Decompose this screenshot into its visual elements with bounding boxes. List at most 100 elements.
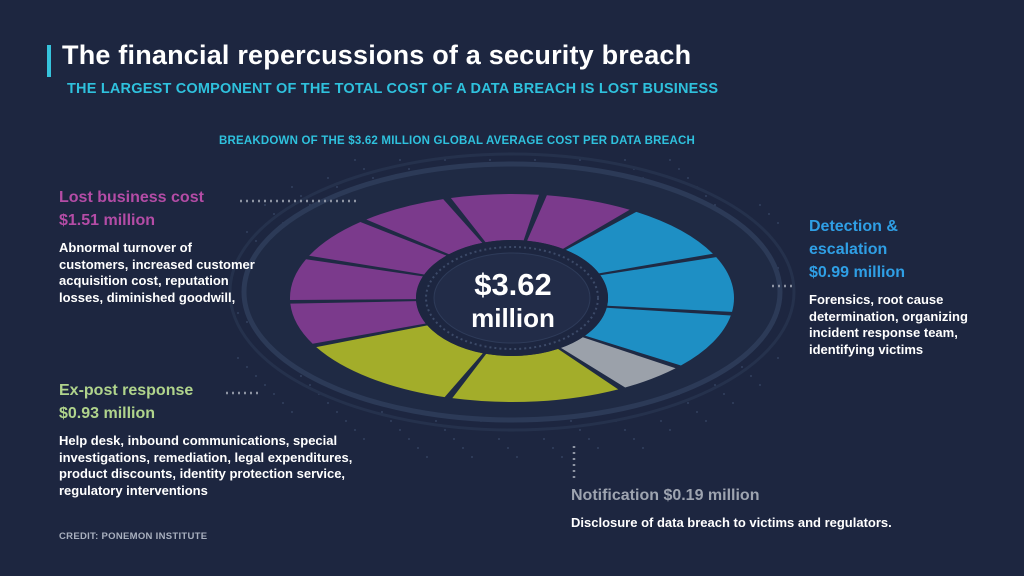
texture-dot	[723, 393, 725, 395]
texture-dot	[534, 159, 536, 161]
texture-dot	[372, 177, 374, 179]
page-title: The financial repercussions of a securit…	[62, 40, 692, 70]
donut-slice-detection-escalation-part-1	[565, 211, 713, 274]
texture-dot	[687, 402, 689, 404]
texture-dot	[327, 177, 329, 179]
texture-dot	[345, 420, 347, 422]
center-total-unit: million	[471, 303, 555, 333]
texture-dot	[579, 429, 581, 431]
texture-dot	[399, 429, 401, 431]
notification-desc: Disclosure of data breach to victims and…	[571, 515, 892, 530]
texture-dot	[732, 402, 734, 404]
texture-dot	[498, 438, 500, 440]
texture-dot	[624, 159, 626, 161]
texture-dot	[354, 159, 356, 161]
expost-desc: Help desk, inbound communications, speci…	[59, 433, 353, 498]
detection-name-line2: escalation	[809, 241, 888, 258]
donut-slice-ex-post-response-part-2	[316, 325, 483, 398]
texture-dot	[291, 411, 293, 413]
lost-business-amount: $1.51 million	[59, 212, 156, 229]
texture-dot	[624, 429, 626, 431]
outer-ring-glow	[228, 152, 796, 432]
donut-slice-lost-business-cost-part-1	[290, 301, 426, 344]
title-accent-bar	[47, 45, 51, 77]
texture-dot	[390, 420, 392, 422]
texture-dot	[462, 447, 464, 449]
texture-dot	[237, 357, 239, 359]
detection-desc: Forensics, root cause determination, org…	[809, 292, 968, 357]
texture-dot	[741, 366, 743, 368]
texture-dot	[705, 195, 707, 197]
texture-dot	[444, 429, 446, 431]
texture-dot	[489, 159, 491, 161]
texture-dot	[273, 393, 275, 395]
notification-name: Notification $0.19 million	[571, 487, 760, 504]
texture-dot	[336, 411, 338, 413]
texture-dot	[417, 447, 419, 449]
texture-dot	[759, 384, 761, 386]
texture-dot	[363, 168, 365, 170]
texture-dot	[237, 267, 239, 269]
lost-business-desc: Abnormal turnover of customers, increase…	[59, 240, 255, 305]
texture-dot	[714, 384, 716, 386]
texture-dot	[309, 384, 311, 386]
donut-chart	[290, 194, 734, 402]
texture-dot	[246, 231, 248, 233]
texture-dot	[264, 384, 266, 386]
texture-dot	[273, 213, 275, 215]
texture-dot	[750, 375, 752, 377]
donut-slice-detection-escalation-part-2	[600, 257, 734, 312]
texture-dot	[642, 447, 644, 449]
texture-dot	[255, 240, 257, 242]
texture-dot	[246, 366, 248, 368]
texture-dot	[633, 438, 635, 440]
texture-dot	[354, 429, 356, 431]
texture-dot	[552, 447, 554, 449]
texture-dot	[588, 438, 590, 440]
texture-dot	[336, 186, 338, 188]
texture-dot	[255, 375, 257, 377]
donut-slice-ex-post-response-part-1	[452, 348, 619, 402]
lost-business-callout: Lost business cost $1.51 million Abnorma…	[59, 186, 259, 306]
texture-dot	[777, 222, 779, 224]
donut-slice-detection-escalation-part-3	[585, 307, 731, 366]
donut-slice-lost-business-cost-part-4	[366, 199, 483, 255]
center-ring-inner	[433, 252, 591, 344]
texture-dot	[300, 195, 302, 197]
texture-dot	[597, 447, 599, 449]
credit-label: CREDIT: PONEMON INSTITUTE	[59, 531, 208, 542]
notification-callout: Notification $0.19 million Disclosure of…	[571, 484, 991, 532]
donut-slice-notification	[560, 337, 676, 388]
texture-dot	[291, 186, 293, 188]
texture-dot	[543, 438, 545, 440]
texture-dot	[777, 357, 779, 359]
center-total-value: $3.62	[474, 267, 552, 302]
texture-dot	[705, 420, 707, 422]
donut-slice-lost-business-cost-part-6	[527, 195, 630, 249]
texture-dot	[669, 429, 671, 431]
texture-dot	[660, 420, 662, 422]
texture-dot	[300, 375, 302, 377]
page-subtitle: THE LARGEST COMPONENT OF THE TOTAL COST …	[67, 81, 719, 97]
donut-center-total: $3.62 million	[430, 268, 596, 334]
texture-dot	[246, 321, 248, 323]
texture-dot	[399, 159, 401, 161]
expost-amount: $0.93 million	[59, 405, 156, 422]
texture-dot	[561, 456, 563, 458]
texture-dot	[408, 438, 410, 440]
texture-dot	[516, 456, 518, 458]
texture-dot	[237, 312, 239, 314]
donut-slice-lost-business-cost-part-3	[309, 222, 447, 275]
texture-dot	[570, 420, 572, 422]
texture-dot	[471, 456, 473, 458]
texture-dot	[669, 159, 671, 161]
texture-dot	[678, 168, 680, 170]
texture-dot	[408, 168, 410, 170]
texture-dot	[759, 204, 761, 206]
expost-name: Ex-post response	[59, 382, 194, 399]
breakdown-label: BREAKDOWN OF THE $3.62 MILLION GLOBAL AV…	[219, 135, 695, 147]
donut-slice-lost-business-cost-part-5	[450, 194, 539, 243]
texture-dot	[696, 411, 698, 413]
donut-slice-lost-business-cost-part-2	[290, 259, 423, 300]
